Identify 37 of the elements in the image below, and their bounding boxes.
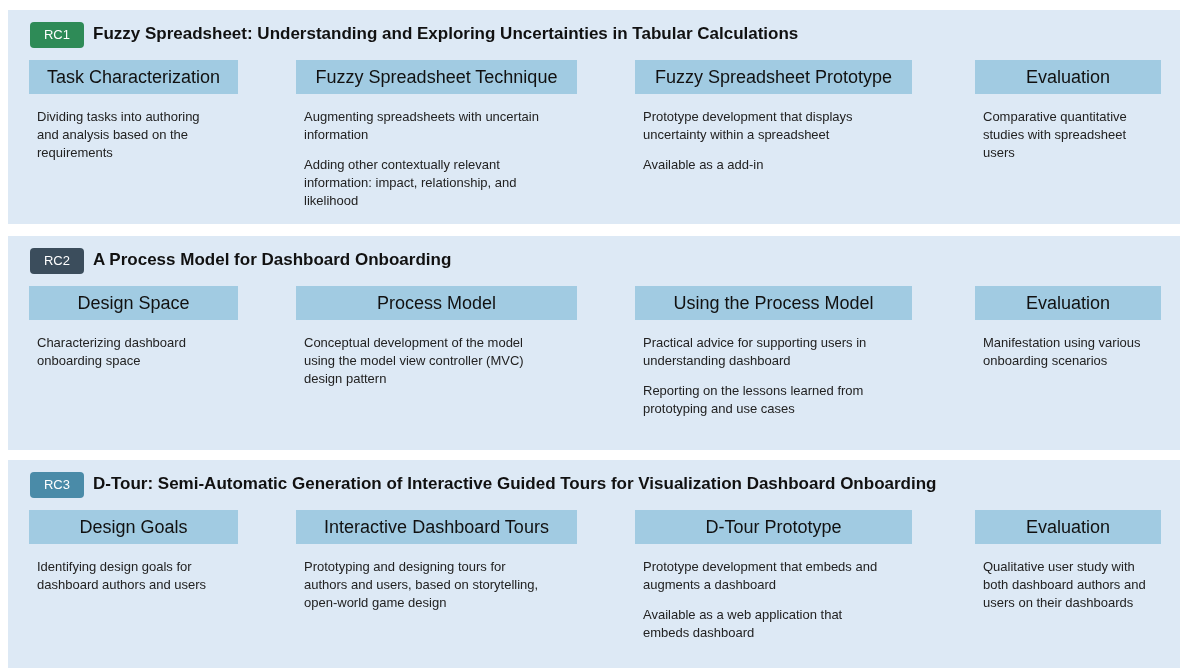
column-header: Fuzzy Spreadsheet Prototype bbox=[635, 60, 912, 94]
badge: RC1 bbox=[30, 22, 84, 48]
section-band bbox=[8, 236, 1180, 450]
description-text: Available as a add-in bbox=[643, 156, 765, 174]
description-text: Prototype development that embeds and augments a dashboard bbox=[643, 558, 879, 594]
badge: RC2 bbox=[30, 248, 84, 274]
description-text: Comparative quantitative studies with spreadsheet users bbox=[983, 108, 1128, 162]
column-header: Evaluation bbox=[975, 286, 1161, 320]
column-header: Evaluation bbox=[975, 60, 1161, 94]
description-text: Dividing tasks into authoring and analysis based on the requirements bbox=[37, 108, 201, 162]
column-header: Using the Process Model bbox=[635, 286, 912, 320]
section-title: A Process Model for Dashboard Onboarding bbox=[93, 249, 452, 271]
section-band bbox=[8, 460, 1180, 668]
column-header: Fuzzy Spreadsheet Technique bbox=[296, 60, 577, 94]
column-header: Task Characterization bbox=[29, 60, 238, 94]
description-text: Manifestation using various onboarding scenarios bbox=[983, 334, 1142, 370]
badge: RC3 bbox=[30, 472, 84, 498]
column-header: Interactive Dashboard Tours bbox=[296, 510, 577, 544]
description-text: Practical advice for supporting users in understanding dashboard bbox=[643, 334, 868, 370]
description-text: Prototype development that displays uncertainty within a spreadsheet bbox=[643, 108, 854, 144]
description-text: Conceptual development of the model using the model view controller (MVC) design pattern bbox=[304, 334, 525, 388]
description-text: Augmenting spreadsheets with uncertain information bbox=[304, 108, 540, 144]
description-text: Characterizing dashboard onboarding space bbox=[37, 334, 187, 370]
section-title: Fuzzy Spreadsheet: Understanding and Exploring Uncertainties in Tabular Calculations bbox=[93, 23, 799, 45]
description-text: Available as a web application that embeds dashboard bbox=[643, 606, 844, 642]
description-text: Qualitative user study with both dashboard authors and users on their dashboards bbox=[983, 558, 1147, 612]
description-text: Identifying design goals for dashboard authors and users bbox=[37, 558, 208, 594]
column-header: Design Goals bbox=[29, 510, 238, 544]
column-header: D-Tour Prototype bbox=[635, 510, 912, 544]
description-text: Reporting on the lessons learned from prototyping and use cases bbox=[643, 382, 865, 418]
section-title: D-Tour: Semi-Automatic Generation of Interactive Guided Tours for Visualization Dashboard Onboarding bbox=[93, 473, 937, 495]
column-header: Evaluation bbox=[975, 510, 1161, 544]
column-header: Process Model bbox=[296, 286, 577, 320]
section-band bbox=[8, 10, 1180, 224]
description-text: Adding other contextually relevant information: impact, relationship, and likelihood bbox=[304, 156, 518, 210]
column-header: Design Space bbox=[29, 286, 238, 320]
description-text: Prototyping and designing tours for authors and users, based on storytelling, open-world game design bbox=[304, 558, 540, 612]
